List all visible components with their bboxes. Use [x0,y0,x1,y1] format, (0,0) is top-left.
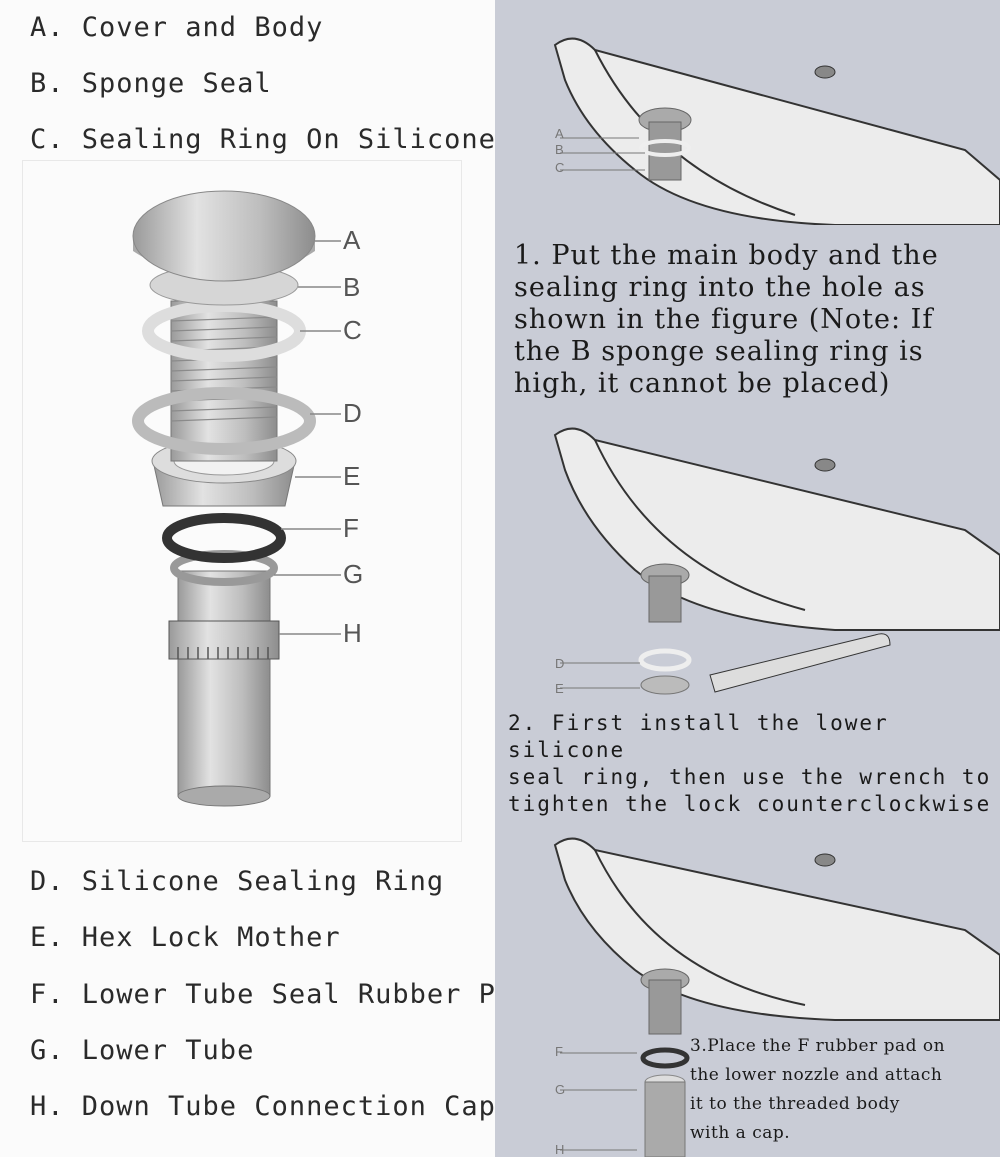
part-label-c: C. Sealing Ring On Silicone [30,124,496,155]
step2-label-e: E [555,681,564,696]
part-label-g: G. Lower Tube [30,1035,255,1066]
step2-sink-illustration [553,427,1000,695]
step3-label-h: H [555,1142,565,1157]
step3-sink-illustration [553,837,1000,1157]
callout-b: B [343,272,361,302]
callout-e: E [343,461,361,491]
callout-a: A [343,225,361,255]
step1-instruction: 1. Put the main body and the sealing rin… [514,240,939,399]
callout-d: D [343,398,362,428]
callout-h: H [343,618,362,648]
part-label-b: B. Sponge Seal [30,68,272,99]
part-label-e: E. Hex Lock Mother [30,922,341,953]
callout-g: G [343,559,364,589]
step3-instruction: 3.Place the F rubber pad on the lower no… [690,1036,946,1143]
step1-sink-illustration [553,37,1000,225]
step2-label-d: D [555,656,565,671]
part-label-h: H. Down Tube Connection Cap [30,1091,496,1122]
callout-f: F [343,513,359,543]
part-label-f: F. Lower Tube Seal Rubber Pad [30,979,531,1010]
exploded-drain-illustration [132,190,341,807]
step3-label-g: G [555,1082,566,1097]
step1-label-b: B [555,142,564,157]
parts-list-panel: A. Cover and Body B. Sponge Seal C. Seal… [0,0,529,1157]
step1-label-a: A [555,126,564,141]
part-label-a: A. Cover and Body [30,12,324,43]
step3-label-f: F [555,1044,563,1059]
exploded-view-diagram: A B C D E F G H [22,160,462,842]
step1-label-c: C [555,160,565,175]
part-label-d: D. Silicone Sealing Ring [30,866,445,897]
installation-steps-panel: A B C D E F G H [495,0,1000,1157]
callout-c: C [343,315,362,345]
step2-instruction: 2. First install the lower silicone seal… [508,711,992,816]
